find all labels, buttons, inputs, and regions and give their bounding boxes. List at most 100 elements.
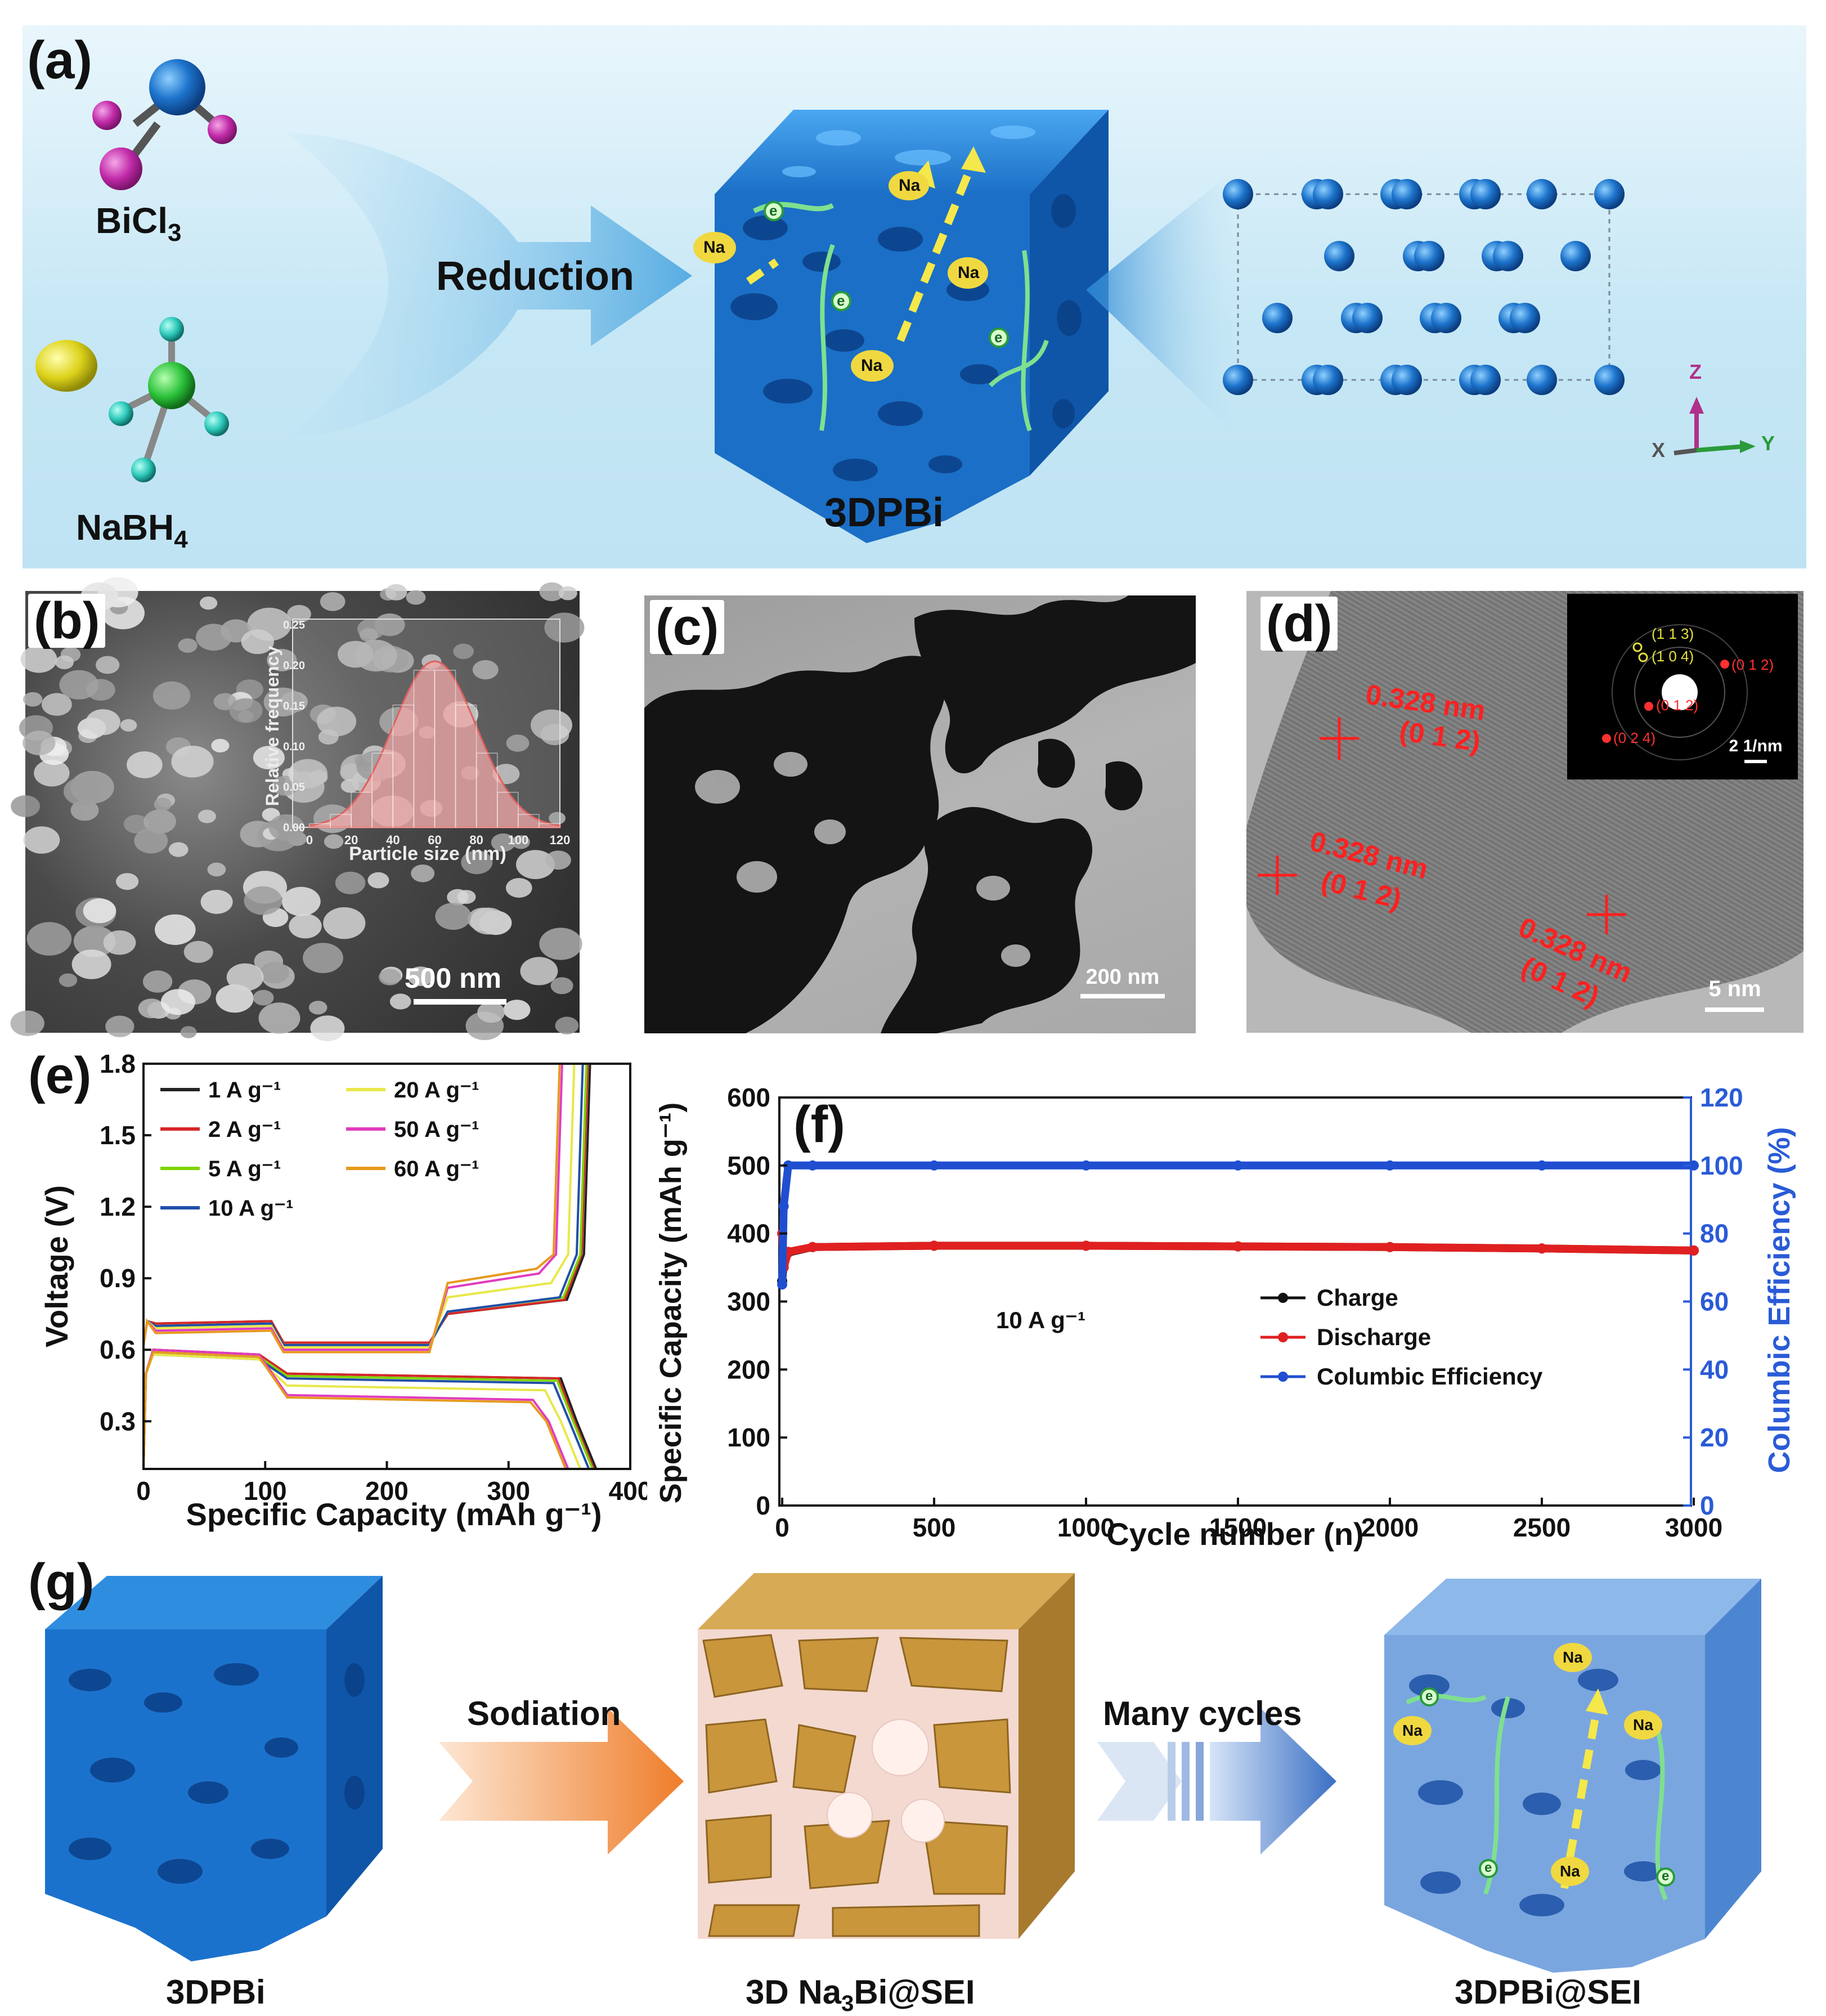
f-y2label: Columbic Efficiency (%) bbox=[1762, 1127, 1796, 1473]
sem-grain bbox=[367, 872, 389, 889]
bi-atom bbox=[1594, 365, 1625, 395]
inset-x-tick-label: 0 bbox=[306, 833, 313, 847]
sem-grain bbox=[71, 949, 111, 979]
sem-grain bbox=[64, 777, 102, 806]
electron-label: e bbox=[769, 202, 778, 219]
sem-grain bbox=[34, 759, 70, 787]
e-y-tick-label: 0.6 bbox=[100, 1335, 136, 1364]
bi-atom bbox=[1431, 303, 1461, 333]
e-legend-label: 1 A g⁻¹ bbox=[208, 1078, 281, 1103]
sem-grain bbox=[253, 746, 285, 770]
bi-atom bbox=[1223, 179, 1253, 209]
sem-grain bbox=[506, 734, 530, 752]
inset-x-tick-label: 120 bbox=[550, 833, 571, 847]
f-y-tick-label: 500 bbox=[727, 1151, 770, 1180]
bicl3-label: BiCl3 bbox=[96, 203, 181, 245]
na-ion-label: Na bbox=[1560, 1862, 1580, 1880]
panel-c-tem-image: 200 nm (c) bbox=[644, 595, 1196, 1033]
nabh4-label: NaBH4 bbox=[76, 509, 188, 552]
bi-atom bbox=[1560, 241, 1591, 271]
sem-grain bbox=[335, 871, 366, 894]
sem-grain bbox=[138, 998, 165, 1019]
e-ylabel: Voltage (V) bbox=[39, 1185, 74, 1347]
sem-grain bbox=[281, 886, 321, 916]
sem-grain bbox=[59, 973, 78, 987]
f-x-tick-label: 1500 bbox=[1209, 1513, 1267, 1542]
sem-grain bbox=[320, 592, 346, 611]
panel-g: (g) Sodiation Many cycles 3DPBi 3D Na3Bi… bbox=[23, 1556, 1806, 2015]
sem-grain bbox=[216, 984, 254, 1013]
sem-grain bbox=[20, 645, 57, 673]
many-cycles-arrow-icon bbox=[1097, 1708, 1336, 1854]
sem-grain bbox=[116, 873, 139, 890]
scale-bar-label: 200 nm bbox=[1086, 965, 1160, 989]
saed-ring-label: (1 0 4) bbox=[1652, 648, 1694, 665]
saed-ring-label: (0 1 2) bbox=[1731, 656, 1774, 673]
e-discharge-curve bbox=[142, 1351, 567, 1470]
sem-grain bbox=[453, 643, 474, 659]
sem-grain bbox=[200, 890, 233, 914]
inset-ylabel: Relative frequency bbox=[262, 646, 282, 807]
bi-atom bbox=[1324, 241, 1354, 271]
sem-grain bbox=[253, 989, 274, 1006]
f-x-tick-label: 1000 bbox=[1057, 1513, 1115, 1542]
sem-grain bbox=[310, 1015, 345, 1041]
sem-grain bbox=[323, 907, 366, 939]
na-ion-label: Na bbox=[1633, 1716, 1653, 1733]
axis-y-label: Y bbox=[1761, 432, 1775, 455]
e-discharge-curve bbox=[142, 1351, 594, 1470]
sem-grain bbox=[11, 795, 40, 817]
sem-grain bbox=[316, 706, 357, 737]
sem-grain bbox=[200, 596, 218, 610]
panel-e-label: (e) bbox=[28, 1047, 92, 1104]
na-ion-label: Na bbox=[1402, 1722, 1423, 1739]
f-y2-tick-label: 0 bbox=[1700, 1491, 1715, 1520]
sem-grain bbox=[10, 1010, 44, 1036]
panel-c-label: (c) bbox=[650, 600, 725, 654]
sem-grain bbox=[506, 878, 532, 898]
e-legend-label: 10 A g⁻¹ bbox=[208, 1196, 294, 1221]
e-discharge-curve bbox=[142, 1349, 569, 1470]
sem-grain bbox=[160, 989, 195, 1015]
inset-y-tick-label: 0.25 bbox=[283, 619, 305, 631]
sem-grain bbox=[168, 842, 189, 857]
f-y-tick-label: 200 bbox=[727, 1355, 770, 1384]
sem-grain bbox=[103, 930, 136, 955]
electron-label: e bbox=[1425, 1688, 1433, 1704]
axis-z-label: Z bbox=[1689, 360, 1702, 383]
inset-y-tick-label: 0.05 bbox=[283, 781, 305, 794]
sodiation-label: Sodiation bbox=[467, 1695, 621, 1732]
porous-cube-3dpbi bbox=[693, 110, 1109, 543]
f-y-tick-label: 600 bbox=[727, 1083, 770, 1112]
sem-grain bbox=[268, 814, 304, 841]
sem-grain bbox=[26, 922, 72, 956]
f-legend-marker bbox=[1278, 1372, 1288, 1382]
inset-x-tick-label: 20 bbox=[344, 833, 358, 847]
sem-grain bbox=[23, 731, 56, 755]
scale-bar-line bbox=[1080, 994, 1165, 998]
bicl3-sub: 3 bbox=[168, 218, 182, 247]
bi-atom bbox=[1313, 365, 1343, 395]
bicl3-molecule-icon bbox=[92, 59, 237, 190]
f-data-point bbox=[929, 1240, 939, 1251]
e-y-tick-label: 1.2 bbox=[100, 1192, 136, 1221]
f-y-tick-label: 100 bbox=[727, 1423, 770, 1452]
sodiation-arrow-icon bbox=[439, 1708, 684, 1854]
sem-grain bbox=[154, 798, 172, 811]
inset-y-tick-label: 0.10 bbox=[283, 741, 305, 753]
sem-grain bbox=[260, 962, 289, 984]
bi-atom bbox=[1352, 303, 1383, 333]
tem-particles bbox=[644, 595, 1196, 1033]
f-data-point bbox=[807, 1160, 818, 1171]
f-legend-label: Charge bbox=[1317, 1284, 1398, 1311]
sem-grain bbox=[155, 914, 196, 945]
bi-atom bbox=[1262, 303, 1293, 333]
inset-x-tick-label: 100 bbox=[508, 833, 528, 847]
sem-grain bbox=[545, 850, 571, 870]
many-cycles-label: Many cycles bbox=[1103, 1695, 1302, 1732]
